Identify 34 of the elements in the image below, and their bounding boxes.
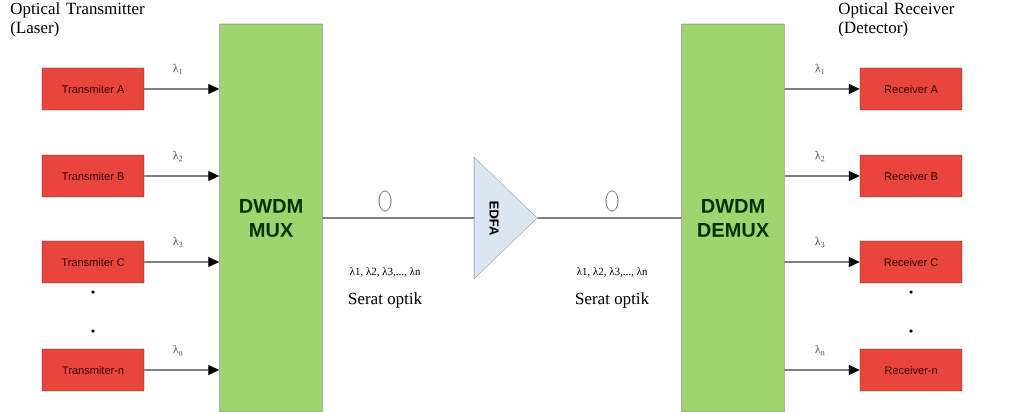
receiver-box: Receiver B [859,154,963,198]
arrow [143,257,219,267]
arrow [784,171,860,181]
edge-label: λ$_{2}$ [173,150,183,162]
receiver-box: Receiver A [859,67,963,111]
edge-label: λ$_{3}$ [173,236,183,248]
transmitter-box: Transmiter B [41,154,145,198]
arrow [143,84,219,94]
edge-label: λ$_{3}$ [815,236,825,248]
receiver-box: Receiver C [859,240,963,284]
multiplexer-box: DWDM MUX [219,23,323,412]
amplifier-triangle [474,156,538,280]
transmitter-box: Transmiter-n [41,348,145,392]
transmitter-box: Transmiter C [41,240,145,284]
arrow [784,84,860,94]
edge-label: λ1, λ2, λ3,..., λn [349,267,421,277]
edge-label: λ$_{n}$ [173,344,183,356]
edge-label: λ$_{1}$ [173,63,183,75]
arrow [143,365,219,375]
edge-label: λ$_{n}$ [815,344,825,356]
section-title: Optical Receiver (Detector) [838,2,955,37]
fiber-label: Serat optik [576,292,650,308]
transmitter-box: Transmiter A [41,67,145,111]
edge-label: λ$_{2}$ [815,150,825,162]
section-title: Optical Transmitter (Laser) [10,2,145,37]
edge-label: λ$_{1}$ [815,63,825,75]
fiber-label: Serat optik [349,292,423,308]
arrow [784,257,860,267]
edge-label: λ1, λ2, λ3,..., λn [576,267,648,277]
arrow [143,171,219,181]
amplifier-label: EDFA [489,201,499,235]
receiver-box: Receiver-n [859,348,963,392]
multiplexer-box: DWDM DEMUX [681,23,785,412]
arrow [784,365,860,375]
